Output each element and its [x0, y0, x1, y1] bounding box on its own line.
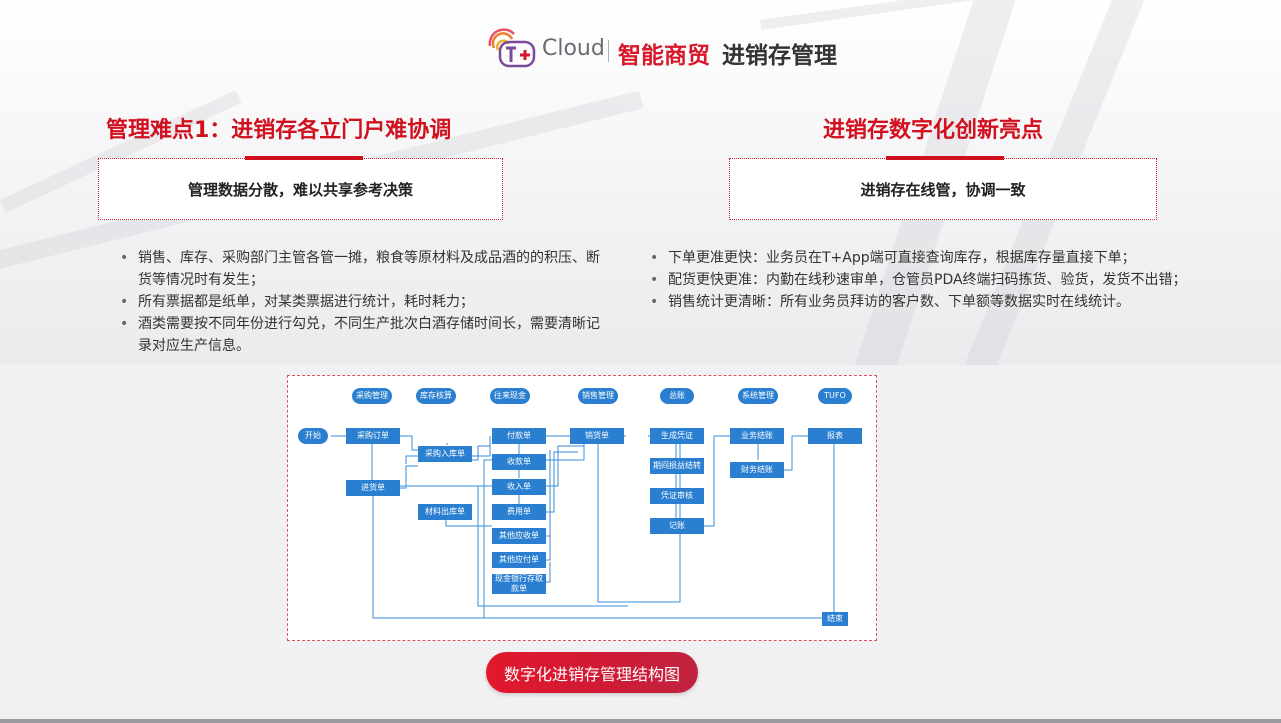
flow-header-system: 系统管理: [738, 388, 778, 404]
flow-header-ledger: 总账: [660, 388, 694, 404]
list-item: 销售、库存、采购部门主管各管一摊，粮食等原材料及成品酒的的积压、断货等情况时有发…: [116, 247, 606, 291]
flow-node-incoming: 进货单: [346, 480, 400, 496]
list-item: 所有票据都是纸单，对某类票据进行统计，耗时耗力；: [116, 291, 606, 313]
brand-name: 智能商贸: [618, 43, 710, 69]
flow-node-gen-voucher: 生成凭证: [650, 428, 704, 444]
flow-header-inventory: 库存核算: [416, 388, 456, 404]
right-highlight-box: 进销存在线管，协调一致: [729, 156, 1157, 220]
left-section-title: 管理难点1：进销存各立门户难协调: [106, 118, 452, 143]
flow-node-period-transfer: 期间损益结转: [650, 458, 704, 474]
flow-header-tufo: TUFO: [818, 388, 852, 404]
flow-node-sales: 销货单: [570, 428, 624, 444]
flowchart-connectors: [331, 435, 835, 619]
logo-cloud-text: Cloud: [542, 36, 605, 61]
flow-node-receipt: 收款单: [492, 454, 546, 470]
header-divider: [608, 40, 609, 62]
flow-node-other-payable: 其他应付单: [492, 552, 546, 568]
flowchart-frame: 采购管理 库存核算 往来现金 销售管理 总账 系统管理 TUFO 开始 采购订单…: [287, 375, 877, 641]
flow-header-sales: 销售管理: [578, 388, 618, 404]
flow-node-income: 收入单: [492, 479, 546, 495]
flow-node-expense: 费用单: [492, 504, 546, 520]
list-item: 销售统计更清晰：所有业务员拜访的客户数、下单额等数据实时在线统计。: [646, 291, 1246, 313]
flow-node-purchase-in: 采购入库单: [418, 446, 472, 462]
list-item: 酒类需要按不同年份进行勾兑，不同生产批次白酒存储时间长，需要清晰记录对应生产信息…: [116, 313, 606, 357]
left-bullet-list: 销售、库存、采购部门主管各管一摊，粮食等原材料及成品酒的的积压、断货等情况时有发…: [116, 247, 606, 357]
flow-node-other-receivable: 其他应收单: [492, 528, 546, 544]
flow-node-payment: 付款单: [492, 428, 546, 444]
bottom-border: [0, 719, 1281, 723]
flow-node-purchase-order: 采购订单: [346, 428, 400, 444]
left-highlight-box: 管理数据分散，难以共享参考决策: [98, 156, 503, 220]
right-box-accent: [886, 156, 1004, 160]
right-section-title: 进销存数字化创新亮点: [823, 118, 1044, 143]
left-box-text: 管理数据分散，难以共享参考决策: [187, 180, 413, 199]
right-bullet-list: 下单更准更快：业务员在T+App端可直接查询库存，根据库存量直接下单； 配货更快…: [646, 247, 1246, 313]
list-item: 下单更准更快：业务员在T+App端可直接查询库存，根据库存量直接下单；: [646, 247, 1246, 269]
flow-node-end: 结束: [822, 612, 848, 626]
diagram-caption-button: 数字化进销存管理结构图: [486, 652, 698, 693]
header: Cloud 智能商贸 进销存管理: [0, 26, 1281, 78]
flow-node-cash-bank: 现金银行存取款单: [492, 574, 546, 594]
flow-node-material-out: 材料出库单: [418, 504, 472, 520]
flow-node-biz-close: 业务结账: [730, 428, 784, 444]
right-box-text: 进销存在线管，协调一致: [860, 180, 1026, 199]
page-title: 进销存管理: [722, 43, 837, 69]
flow-node-voucher-review: 凭证审核: [650, 488, 704, 504]
flow-node-start: 开始: [298, 428, 328, 444]
flow-node-fin-close: 财务结账: [730, 462, 784, 478]
left-box-accent: [245, 156, 363, 160]
flow-node-bookkeeping: 记账: [650, 518, 704, 534]
flow-header-cash: 往来现金: [490, 388, 530, 404]
flow-header-purchase: 采购管理: [352, 388, 392, 404]
list-item: 配货更快更准：内勤在线秒速审单，仓管员PDA终端扫码拣货、验货，发货不出错；: [646, 269, 1246, 291]
tplus-logo-icon: [488, 28, 536, 68]
flow-node-report: 报表: [808, 428, 862, 444]
